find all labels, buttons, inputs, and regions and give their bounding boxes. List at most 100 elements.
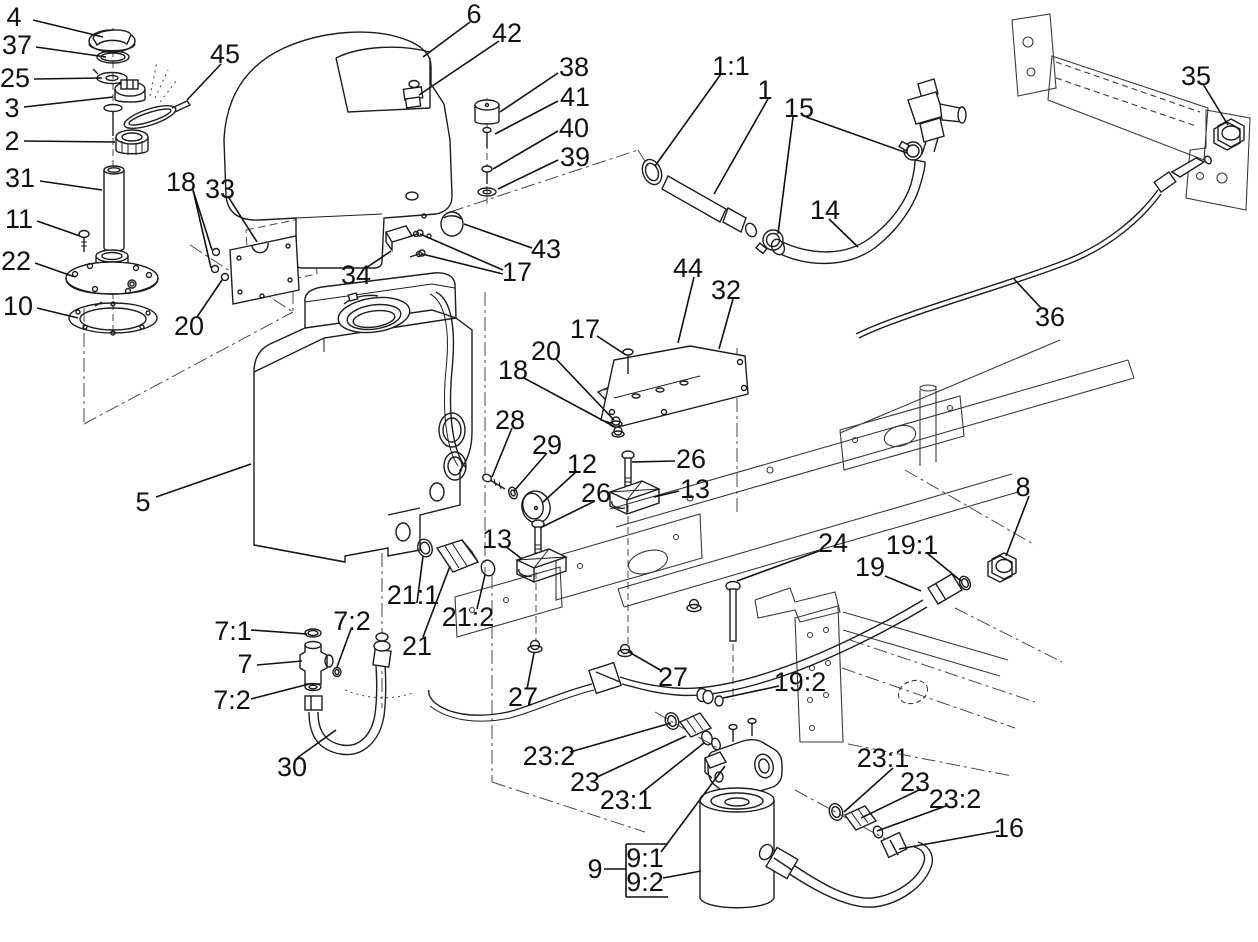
callout-19:1-45: 19:1 (886, 530, 939, 560)
callout-30-52: 30 (277, 752, 307, 782)
callout-13-39: 13 (482, 524, 512, 554)
callout-24-44: 24 (818, 528, 848, 558)
leader-line-1:1 (654, 73, 722, 167)
callout-39-19: 39 (560, 142, 590, 172)
part18-20-nuts-left (210, 247, 230, 282)
leader-line-37 (35, 46, 107, 58)
callout-22-7: 22 (1, 246, 31, 276)
part15-clamp-a (755, 229, 784, 255)
part22-flange (65, 249, 159, 295)
callout-18-10: 18 (166, 167, 196, 197)
leader-line-19 (884, 575, 922, 592)
callout-23:1-58: 23:1 (600, 785, 653, 815)
leader-line-3 (23, 96, 114, 108)
part26-bolt-upper (621, 450, 635, 487)
callout-21:2-42: 21:2 (442, 602, 495, 632)
callout-21:1-41: 21:1 (387, 580, 440, 610)
callout-35-26: 35 (1181, 61, 1211, 91)
callout-10-8: 10 (3, 291, 33, 321)
leader-line-30 (296, 729, 337, 759)
leader-line-27 (526, 652, 535, 690)
leader-line-29 (513, 452, 548, 492)
leader-line-26 (631, 460, 676, 463)
leader-line-19:1 (926, 552, 962, 582)
machine-frame (454, 13, 1251, 743)
callout-1:1-22: 1:1 (712, 51, 750, 81)
leader-line-18 (192, 189, 212, 269)
leader-line-12 (541, 470, 578, 504)
callout-44-29: 44 (673, 253, 703, 283)
part19-2-ferrule (696, 687, 724, 707)
callout-23-57: 23 (570, 767, 600, 797)
callout-16-65: 16 (994, 813, 1024, 843)
part35-nut (1213, 118, 1245, 151)
callout-26-36: 26 (676, 444, 706, 474)
callout-41-17: 41 (560, 82, 590, 112)
part31-tube (103, 165, 125, 252)
part5-tank (253, 272, 473, 563)
callout-23:2-56: 23:2 (523, 741, 576, 771)
leader-line-32 (718, 298, 734, 350)
callout-38-16: 38 (559, 52, 589, 82)
callout-45-9: 45 (210, 39, 240, 69)
part9-1-filter-head (704, 717, 783, 797)
callout-29-34: 29 (532, 430, 562, 460)
callout-18-32: 18 (498, 355, 528, 385)
leader-line-21:2 (476, 574, 486, 610)
leader-line-17 (596, 335, 627, 356)
leader-line-34 (365, 250, 392, 269)
part17-screws-upper (407, 229, 426, 258)
leader-line-15 (805, 116, 908, 154)
part30-hose (304, 632, 392, 756)
callout-6-14: 6 (466, 0, 481, 29)
leader-line-7:1 (250, 629, 308, 635)
part7-valve (299, 628, 342, 692)
part9-2-filter (699, 787, 775, 909)
callout-4-0: 4 (6, 2, 21, 32)
leader-line-13 (653, 490, 680, 498)
leader-line-19:2 (722, 685, 780, 699)
callout-8-47: 8 (1015, 472, 1030, 502)
part23-left (664, 712, 721, 751)
leader-line-23:2 (876, 805, 947, 832)
leader-line-33 (228, 197, 258, 243)
leader-line-23:1 (639, 742, 705, 795)
leader-line-16 (898, 830, 1000, 850)
part14-hose (770, 159, 926, 265)
callout-25-2: 25 (0, 63, 30, 93)
callout-23:2-64: 23:2 (929, 784, 982, 814)
part40-screw (481, 165, 493, 184)
callout-37-1: 37 (2, 30, 32, 60)
callout-19-46: 19 (855, 552, 885, 582)
leader-line-18 (192, 189, 213, 251)
leader-line-7 (256, 660, 303, 666)
leader-line-7:2 (250, 683, 310, 700)
leader-line-23:2 (569, 722, 672, 753)
callout-17-21: 17 (502, 257, 532, 287)
leader-line-21:1 (416, 555, 424, 604)
part17-screw-mid (622, 348, 634, 374)
callout-7:2-49: 7:2 (333, 606, 371, 636)
callout-33-11: 33 (205, 174, 235, 204)
callout-40-18: 40 (559, 113, 589, 143)
leader-line-27 (628, 651, 663, 672)
callout-9:2-61: 9:2 (626, 867, 664, 897)
callout-20-12: 20 (174, 311, 204, 341)
part23-right (828, 803, 884, 839)
leader-line-6 (422, 21, 471, 58)
callout-14-25: 14 (810, 195, 840, 225)
callout-17-28: 17 (570, 314, 600, 344)
part11-screw (78, 229, 90, 252)
part3-gauge-cap (114, 79, 146, 103)
elbow-fitting (907, 78, 967, 155)
callout-5-40: 5 (135, 487, 150, 517)
part39-washer (477, 187, 497, 197)
leader-line-31 (39, 180, 103, 191)
leader-line-11 (36, 220, 81, 237)
leader-line-14 (828, 218, 859, 248)
callout-9-59: 9 (587, 854, 602, 884)
leader-line-45 (186, 63, 222, 101)
callout-3-3: 3 (4, 93, 19, 123)
parts (65, 29, 1245, 909)
